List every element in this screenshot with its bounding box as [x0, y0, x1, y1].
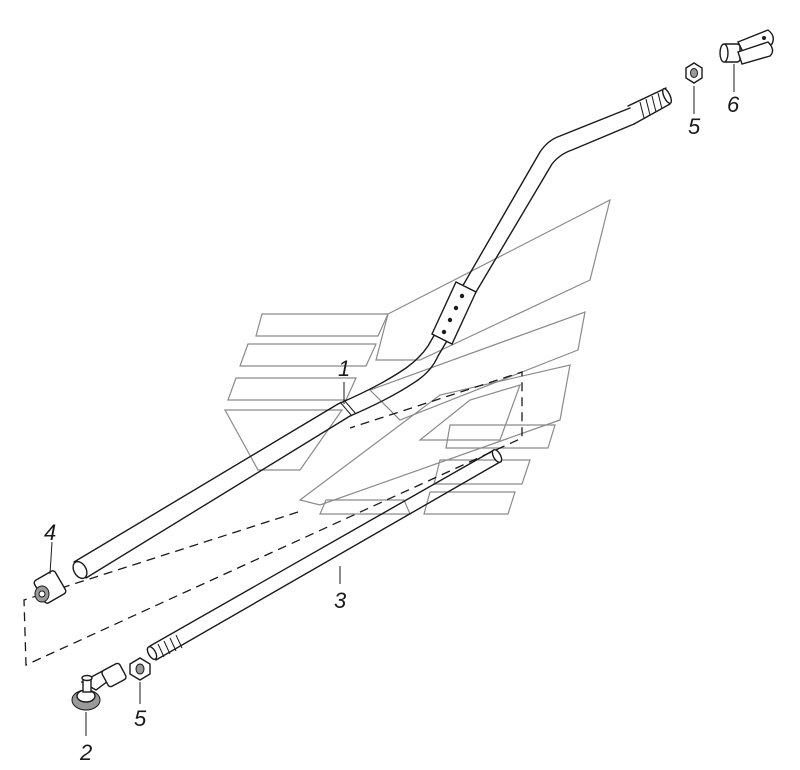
callout-6: 6	[727, 92, 740, 117]
callout-4: 4	[44, 520, 56, 545]
watermark-logo	[223, 198, 611, 515]
callout-5-bottom: 5	[134, 706, 147, 731]
callout-3: 3	[334, 588, 347, 613]
leader-lines	[49, 64, 735, 736]
callout-2: 2	[79, 740, 92, 765]
bushing	[33, 570, 67, 604]
nut-top	[685, 62, 703, 84]
ball-joint	[71, 662, 127, 711]
callout-5-top: 5	[688, 114, 701, 139]
nut-bottom	[129, 657, 151, 681]
clevis	[719, 29, 775, 65]
callout-labels: 1 2 3 4 5 5 6	[44, 92, 740, 765]
bent-rod	[72, 87, 673, 580]
callout-1: 1	[338, 356, 350, 381]
straight-rod	[146, 448, 503, 661]
assembly-dashed-lines	[23, 371, 523, 666]
